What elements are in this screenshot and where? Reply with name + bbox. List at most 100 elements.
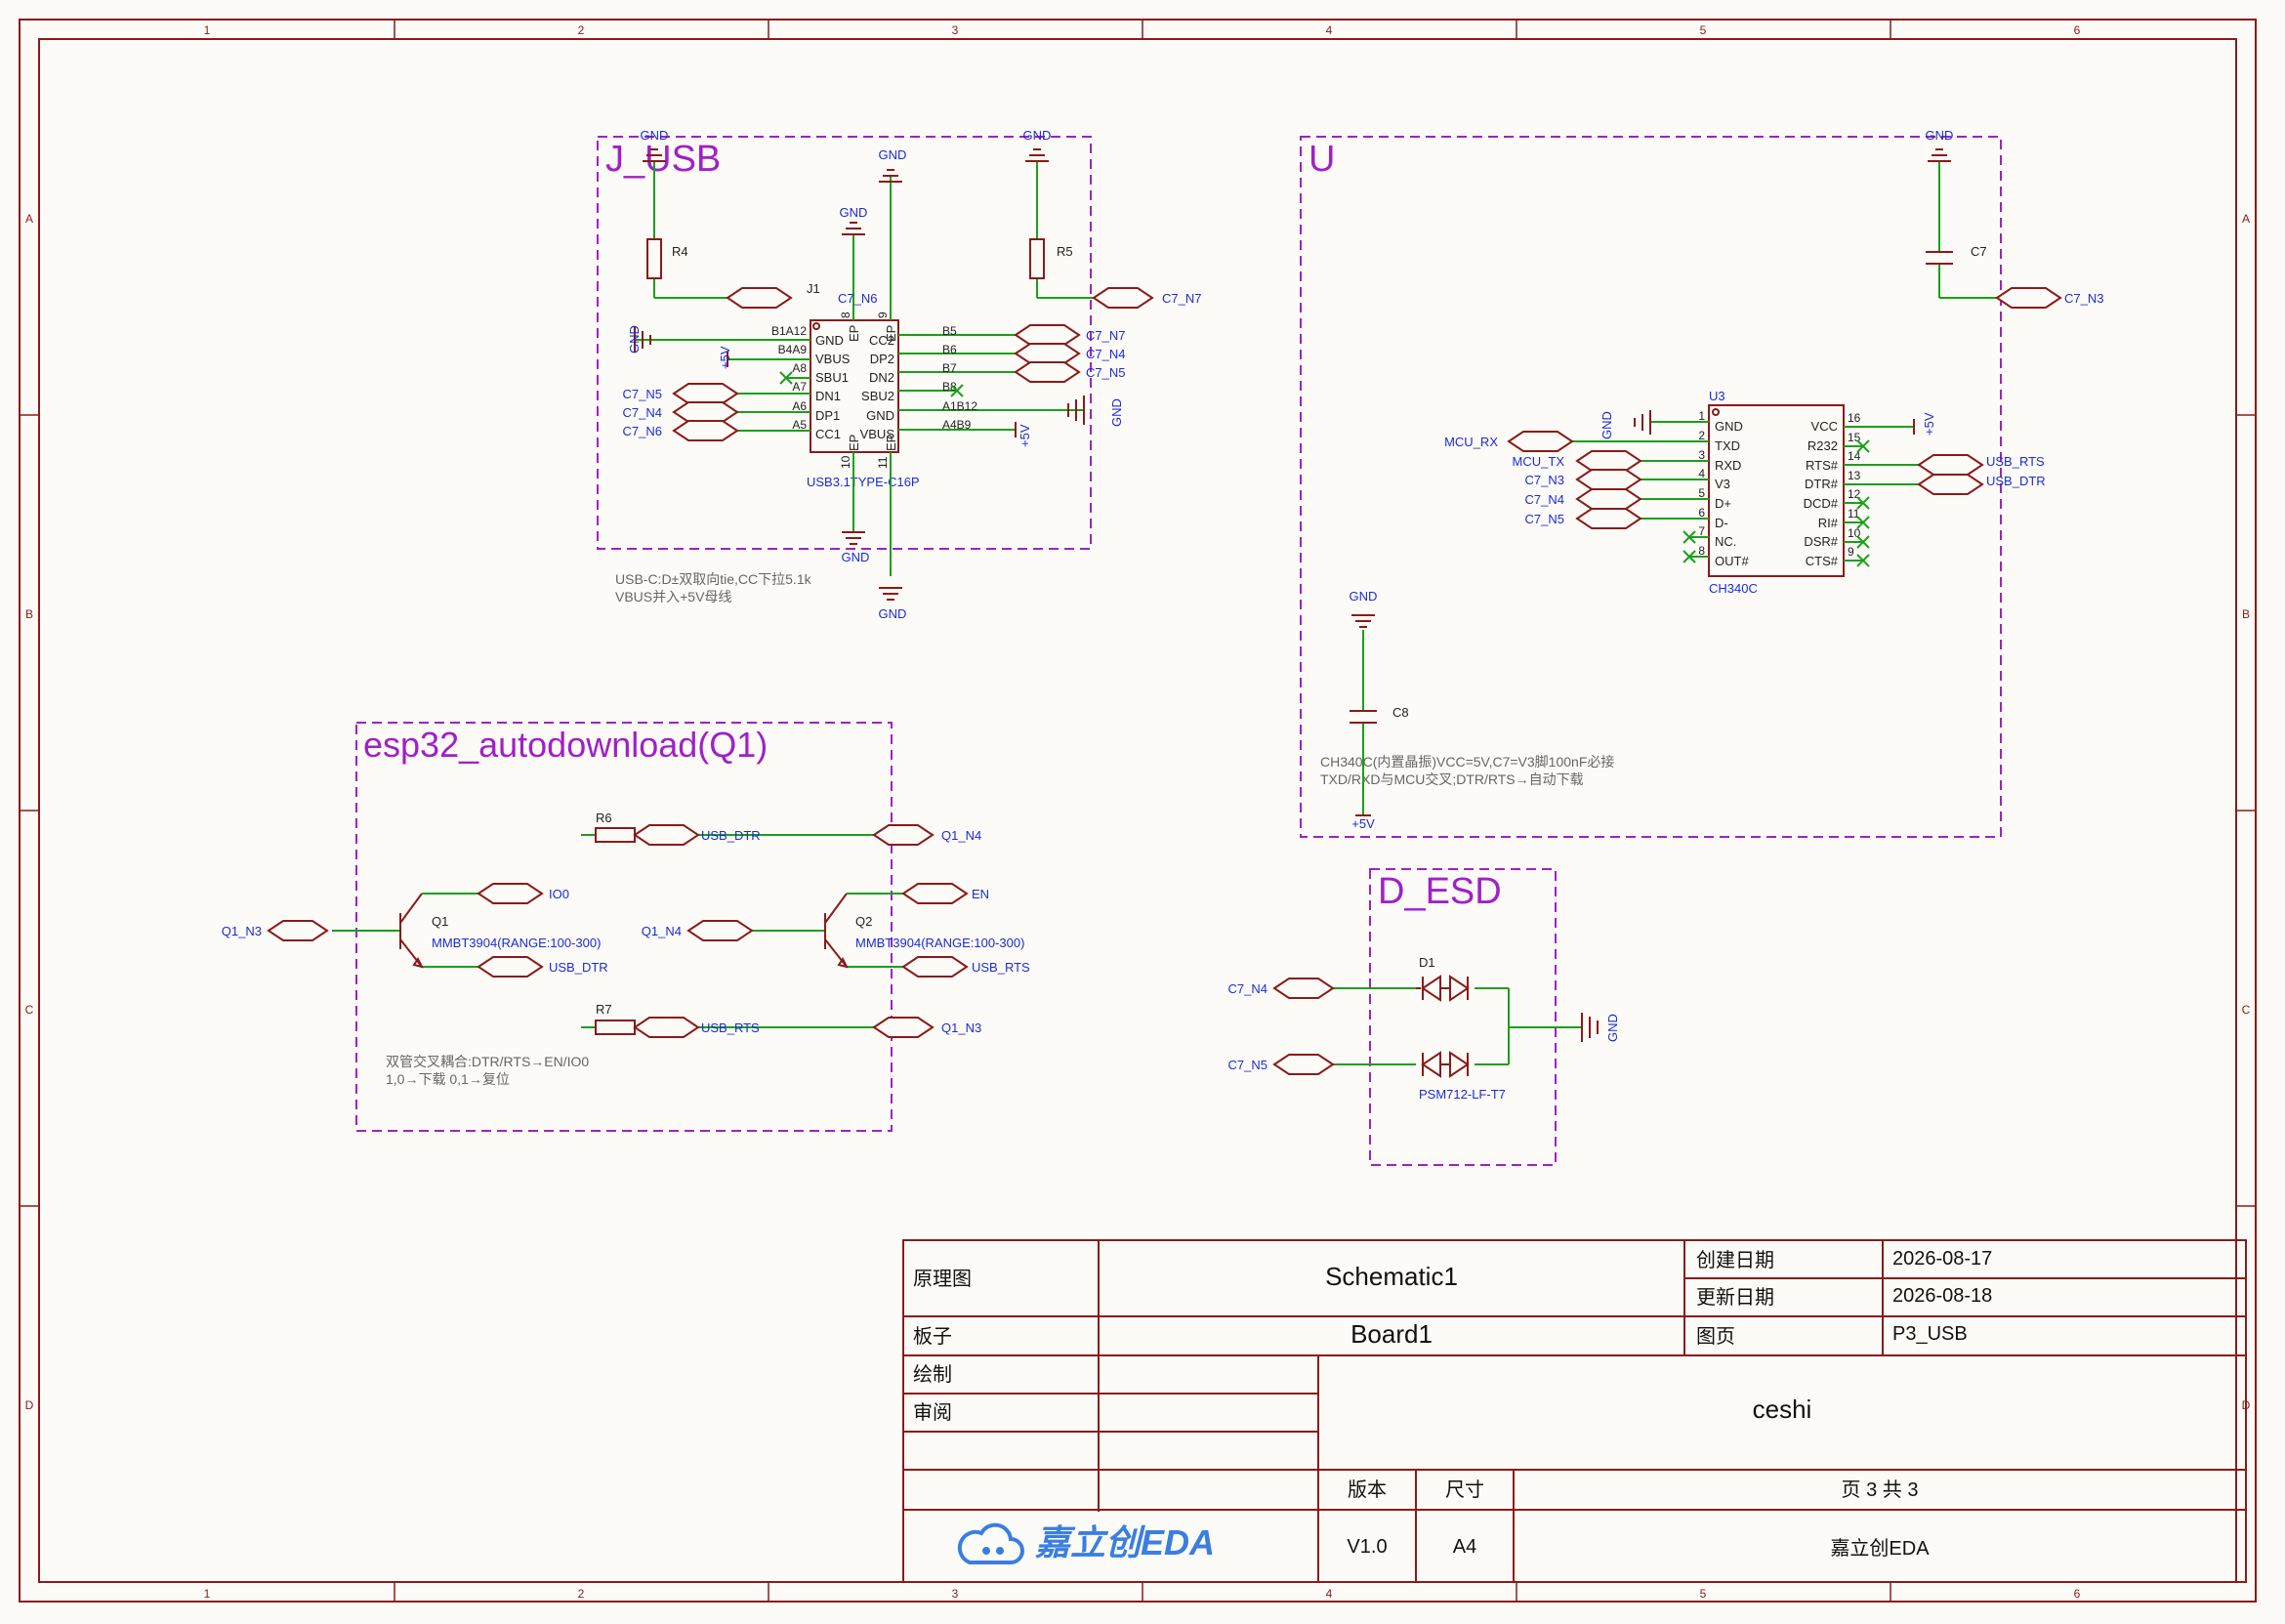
col-label: 2	[578, 23, 585, 37]
drawn-label: 绘制	[913, 1363, 952, 1386]
net-flag-c7-n5[interactable]: C7_N5	[1525, 508, 1642, 529]
transistor-q1[interactable]: Q1 MMBT3904(RANGE:100-300)	[332, 893, 601, 969]
tvs-diode-d1[interactable]: D1 PSM712-LF-T7	[1333, 955, 1582, 1102]
pin-number: 9	[876, 312, 890, 318]
ic-u3-ch340c[interactable]: U3 CH340C 1 GND 2 TXD 3 RXD 4 V3 5	[1572, 389, 1929, 596]
net-flag-c7-n4[interactable]: C7_N4	[623, 401, 739, 423]
net-flag-c7-n6[interactable]: C7_N6	[726, 287, 877, 309]
pin-name: D+	[1715, 496, 1731, 511]
net-flag-mcu-rx[interactable]: MCU_RX	[1444, 431, 1574, 452]
net-flag-usb-dtr[interactable]: USB_DTR	[633, 824, 761, 846]
net-flag-c7-n4[interactable]: C7_N4	[1525, 488, 1642, 510]
pin-name: R232	[1807, 438, 1838, 453]
row-label: D	[25, 1398, 34, 1412]
capacitor-c8[interactable]: C8 GND +5V	[1350, 589, 1409, 831]
svg-text:C7_N7: C7_N7	[1162, 291, 1201, 306]
company-name: 嘉立创EDA	[1830, 1537, 1930, 1560]
project-name: ceshi	[1753, 1395, 1812, 1424]
net-flag-c7-n7[interactable]: C7_N7	[1014, 324, 1125, 346]
pin-number: A5	[792, 418, 807, 432]
pin-number: B8	[942, 380, 957, 394]
gnd-symbol: GND	[879, 147, 906, 183]
group-d-esd[interactable]: D_ESD	[1369, 868, 1557, 1166]
net-flag-usb-rts[interactable]: USB_RTS	[901, 956, 1030, 978]
net-flag-usb-dtr[interactable]: USB_DTR	[477, 956, 608, 978]
pin-name: V3	[1715, 477, 1730, 491]
pin-number: 9	[1848, 545, 1854, 559]
board-name: Board1	[1350, 1319, 1433, 1349]
size-label: 尺寸	[1445, 1478, 1484, 1501]
capacitor-c7[interactable]: C7 GND	[1926, 128, 1997, 299]
page-name: P3_USB	[1892, 1323, 1968, 1345]
group-esp32-autodownload[interactable]: esp32_autodownload(Q1) 双管交叉耦合:DTR/RTS→EN…	[355, 722, 893, 1132]
pin-name: CTS#	[1806, 554, 1839, 568]
net-flag-usb-rts[interactable]: USB_RTS	[633, 1017, 760, 1038]
net-flag-q1-n4[interactable]: Q1_N4	[872, 824, 981, 846]
pin-number: 14	[1848, 449, 1861, 463]
net-flag-c7-n3[interactable]: C7_N3	[1995, 287, 2103, 309]
svg-text:+5V: +5V	[718, 346, 732, 369]
power-5v-symbol: +5V	[718, 346, 732, 369]
resistor-r4[interactable]: R4 GND	[641, 128, 727, 299]
row-label: A	[25, 212, 33, 226]
pin-number: 8	[1698, 544, 1705, 558]
svg-text:C7_N6: C7_N6	[838, 291, 877, 306]
pin-number: 3	[1698, 448, 1705, 462]
net-flag-c7-n7[interactable]: C7_N7	[1092, 287, 1201, 309]
net-flag-q1-n4[interactable]: Q1_N4	[642, 920, 754, 941]
net-flag-en[interactable]: EN	[901, 883, 989, 904]
row-label: C	[2242, 1003, 2251, 1017]
pin-name: EP	[884, 325, 898, 342]
net-flag-q1-n3[interactable]: Q1_N3	[872, 1017, 981, 1038]
group-title: U	[1309, 139, 1335, 180]
transistor-q2[interactable]: Q2 MMBT3904(RANGE:100-300)	[752, 893, 1024, 969]
col-label: 3	[952, 1587, 959, 1601]
sheet-kind-label: 原理图	[913, 1269, 972, 1290]
group-u[interactable]: U CH340C(内置晶振)VCC=5V,C7=V3脚100nF必接 TXD/R…	[1300, 136, 2002, 838]
pin-number: B7	[942, 361, 957, 375]
ref-label: Q1	[432, 914, 448, 929]
pin-name: EP	[884, 435, 898, 451]
gnd-symbol: GND	[840, 205, 867, 235]
ref-label: Q2	[855, 914, 872, 929]
pin-name: RTS#	[1806, 458, 1839, 473]
ref-label: R4	[672, 244, 688, 259]
svg-text:USB_DTR: USB_DTR	[549, 960, 608, 975]
pin-number: A4B9	[942, 418, 972, 432]
resistor-r5[interactable]: R5 GND	[1023, 128, 1094, 299]
pin-name: CC2	[869, 333, 894, 348]
connector-j1[interactable]: J1 USB3.1TYPE-C16P B1A12 GND B4	[635, 176, 1084, 576]
sheet-name: Schematic1	[1325, 1262, 1458, 1291]
net-flag-c7-n5[interactable]: C7_N5	[1228, 1054, 1335, 1075]
pin-number: 16	[1848, 411, 1861, 425]
company-logo: 嘉立创EDA	[957, 1522, 1215, 1564]
net-flag-io0[interactable]: IO0	[477, 883, 569, 904]
net-flag-c7-n6[interactable]: C7_N6	[623, 420, 739, 441]
net-flag-c7-n4[interactable]: C7_N4	[1228, 978, 1335, 999]
net-flag-c7-n5[interactable]: C7_N5	[1014, 361, 1125, 383]
group-note: CH340C(内置晶振)VCC=5V,C7=V3脚100nF必接	[1320, 754, 1614, 770]
pin-name: DP2	[870, 352, 894, 366]
version-value: V1.0	[1347, 1536, 1387, 1558]
svg-text:GND: GND	[1109, 398, 1124, 427]
logo-text: 嘉立创EDA	[1035, 1522, 1215, 1562]
net-flag-usb-dtr[interactable]: USB_DTR	[1917, 474, 2046, 495]
ref-label: U3	[1709, 389, 1725, 403]
svg-text:GND: GND	[1605, 1014, 1620, 1042]
pin-name: DSR#	[1804, 534, 1838, 549]
net-flag-c7-n4[interactable]: C7_N4	[1014, 343, 1125, 364]
svg-text:Q1_N4: Q1_N4	[642, 924, 682, 938]
group-j-usb[interactable]: J_USB USB-C:D±双取向tie,CC下拉5.1k VBUS并入+5V母…	[597, 136, 1092, 604]
border-column-labels: 1 2 3 4 5 6 1 2 3 4 5 6	[204, 23, 2081, 1601]
col-label: 6	[2074, 23, 2081, 37]
updated-label: 更新日期	[1696, 1286, 1774, 1309]
review-label: 审阅	[913, 1401, 952, 1424]
pin-number: 5	[1698, 486, 1705, 500]
net-flag-q1-n3[interactable]: Q1_N3	[222, 920, 329, 941]
pin-number: 10	[839, 455, 852, 469]
value-label: PSM712-LF-T7	[1419, 1087, 1506, 1102]
net-flag-c7-n3[interactable]: C7_N3	[1525, 469, 1642, 490]
cloud-icon	[957, 1522, 1024, 1564]
col-label: 4	[1326, 23, 1333, 37]
